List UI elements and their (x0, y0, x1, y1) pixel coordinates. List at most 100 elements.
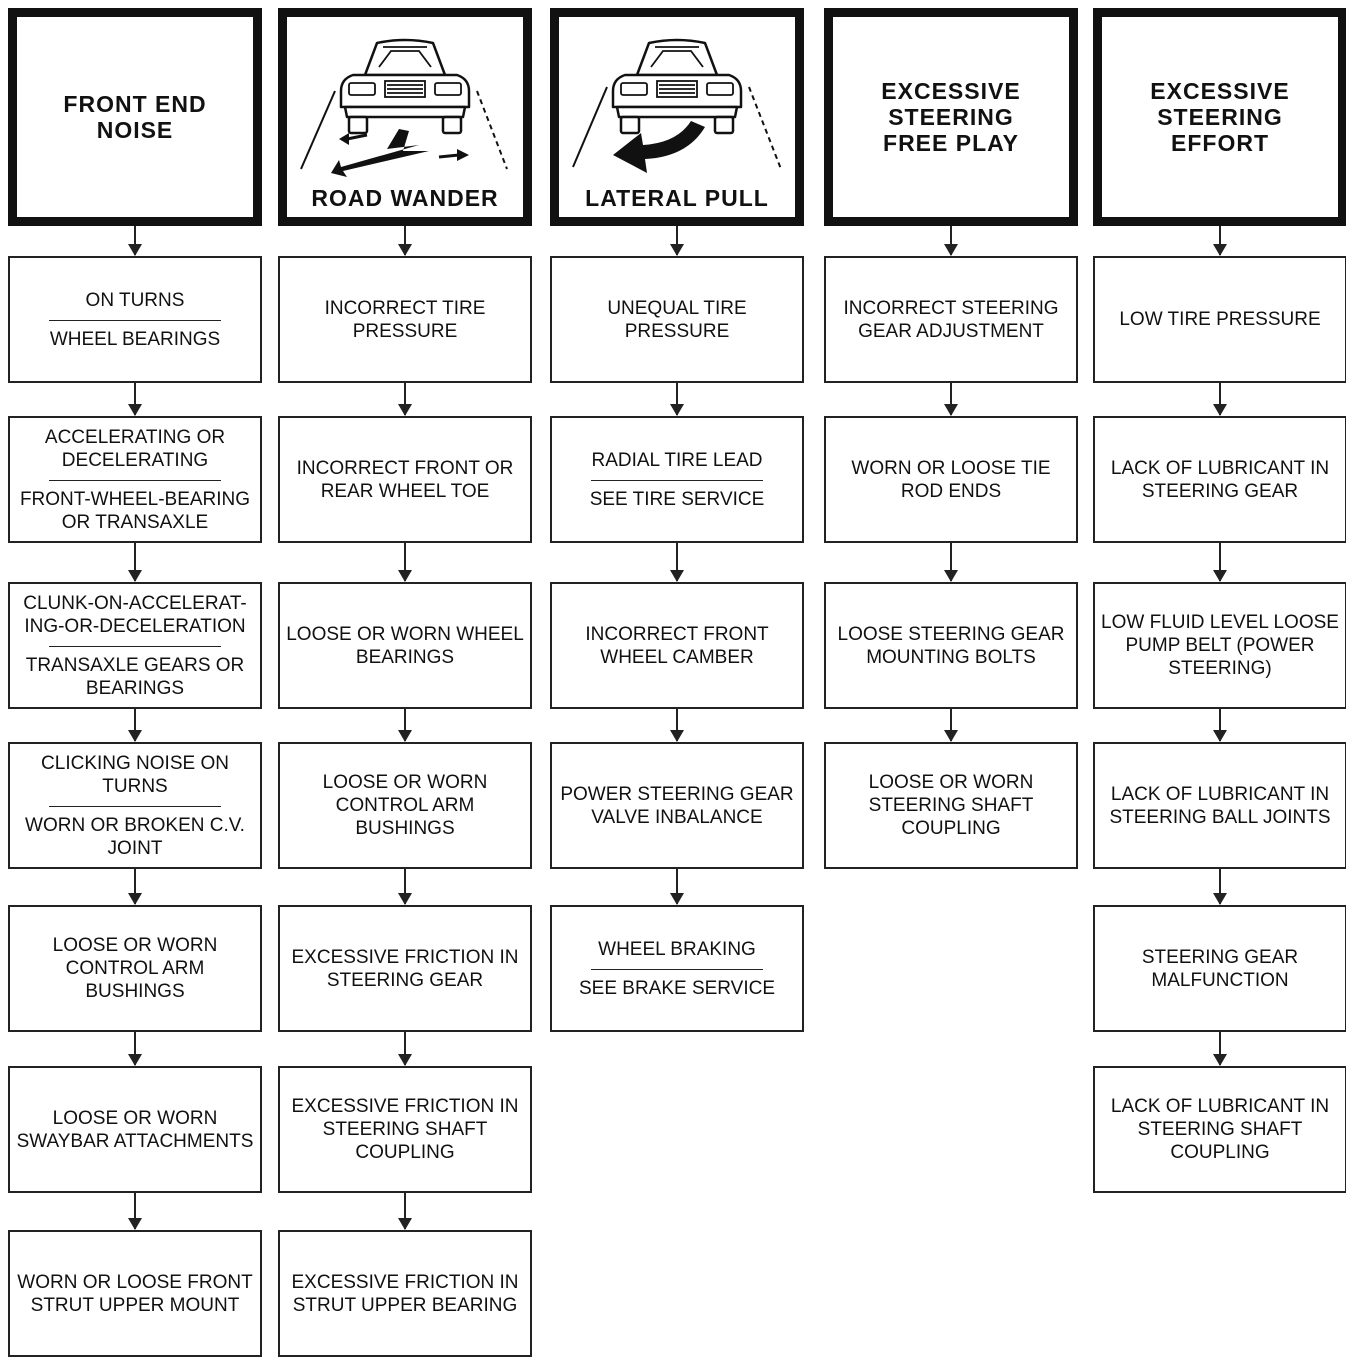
car-wander-icon (300, 38, 508, 177)
column-3: LATERAL PULL UNEQUAL TIRE PRESSURE RADIAL … (550, 0, 804, 1355)
flow-arrow (128, 1193, 142, 1230)
cause-box: INCORRECT FRONT OR REAR WHEEL TOE (278, 416, 532, 543)
flow-arrow (128, 709, 142, 742)
cause-box: LOOSE STEERING GEAR MOUNTING BOLTS (824, 582, 1078, 709)
cause-text: EXCESSIVE FRICTION IN STRUT UPPER BEARIN… (291, 1271, 519, 1316)
cause-box: LACK OF LUBRICANT IN STEERING SHAFT COUP… (1093, 1066, 1346, 1193)
flow-arrow (1213, 1032, 1227, 1066)
cause-box: INCORRECT STEERING GEAR ADJUSTMENT (824, 256, 1078, 383)
flow-arrow (128, 543, 142, 582)
cause-text: EXCESSIVE FRICTION IN STEERING GEAR (291, 946, 519, 991)
divider (48, 805, 222, 807)
symptom-header: ROAD WANDER (278, 8, 532, 226)
cause-text: LOOSE STEERING GEAR MOUNTING BOLTS (837, 623, 1065, 668)
symptom-title: LATERAL PULL (585, 185, 769, 211)
cause-text: WHEEL BEARINGS (49, 328, 221, 350)
cause-text: UNEQUAL TIRE PRESSURE (607, 297, 747, 342)
cause-text: WORN OR LOOSE TIE ROD ENDS (851, 457, 1051, 502)
flow-arrow (670, 226, 684, 256)
condition-text: WHEEL BRAKING (598, 938, 756, 960)
cause-box: LOOSE OR WORN CONTROL ARM BUSHINGS (8, 905, 262, 1032)
cause-text: LOOSE OR WORN SWAYBAR ATTACHMENTS (16, 1107, 254, 1152)
symptom-header: LATERAL PULL (550, 8, 804, 226)
cause-text: SEE BRAKE SERVICE (578, 977, 776, 999)
condition-text: CLUNK-ON-ACCELERAT-ING-OR-DECELERATION (23, 592, 247, 637)
cause-text: INCORRECT FRONT OR REAR WHEEL TOE (296, 457, 514, 502)
cause-box: LOOSE OR WORN STEERING SHAFT COUPLING (824, 742, 1078, 869)
flow-arrow (398, 709, 412, 742)
cause-box: LOOSE OR WORN CONTROL ARM BUSHINGS (278, 742, 532, 869)
flow-arrow (128, 869, 142, 905)
cause-text: STEERING GEAR MALFUNCTION (1141, 946, 1299, 991)
cause-text: EXCESSIVE FRICTION IN STEERING SHAFT COU… (291, 1096, 519, 1163)
flow-arrow (1213, 543, 1227, 582)
cause-text: LACK OF LUBRICANT IN STEERING BALL JOINT… (1109, 783, 1331, 828)
cause-text: TRANSAXLE GEARS OR BEARINGS (25, 654, 245, 699)
cause-text: WORN OR LOOSE FRONT STRUT UPPER MOUNT (17, 1271, 253, 1316)
cause-text: LOOSE OR WORN STEERING SHAFT COUPLING (868, 772, 1034, 839)
cause-box: STEERING GEAR MALFUNCTION (1093, 905, 1346, 1032)
flow-arrow (1213, 226, 1227, 256)
cause-box: INCORRECT TIRE PRESSURE (278, 256, 532, 383)
cause-box: INCORRECT FRONT WHEEL CAMBER (550, 582, 804, 709)
cause-box: WORN OR LOOSE FRONT STRUT UPPER MOUNT (8, 1230, 262, 1357)
cause-text: LOOSE OR WORN CONTROL ARM BUSHINGS (52, 935, 218, 1002)
cause-box: LACK OF LUBRICANT IN STEERING GEAR (1093, 416, 1346, 543)
flow-arrow (1213, 869, 1227, 905)
flow-arrow (670, 543, 684, 582)
cause-text: LOW FLUID LEVEL LOOSE PUMP BELT (POWER S… (1101, 612, 1339, 679)
cause-text: FRONT-WHEEL-BEARING OR TRANSAXLE (19, 488, 251, 533)
cause-text: INCORRECT FRONT WHEEL CAMBER (585, 623, 769, 668)
cause-text: LACK OF LUBRICANT IN STEERING GEAR (1110, 457, 1330, 502)
flow-arrow (398, 1032, 412, 1066)
flow-arrow (944, 543, 958, 582)
divider (48, 479, 222, 481)
cause-text: LOOSE OR WORN CONTROL ARM BUSHINGS (322, 772, 488, 839)
cause-text: INCORRECT TIRE PRESSURE (324, 297, 486, 342)
flow-arrow (944, 226, 958, 256)
cause-text: POWER STEERING GEAR VALVE INBALANCE (560, 783, 794, 828)
cause-box: EXCESSIVE FRICTION IN STEERING SHAFT COU… (278, 1066, 532, 1193)
flow-arrow (398, 869, 412, 905)
condition-text: CLICKING NOISE ON TURNS (41, 752, 229, 797)
flow-arrow (670, 383, 684, 416)
cause-text: INCORRECT STEERING GEAR ADJUSTMENT (843, 297, 1059, 342)
cause-box: LOOSE OR WORN SWAYBAR ATTACHMENTS (8, 1066, 262, 1193)
condition-text: RADIAL TIRE LEAD (591, 449, 763, 471)
flow-arrow (670, 869, 684, 905)
cause-box: WHEEL BRAKING SEE BRAKE SERVICE (550, 905, 804, 1032)
cause-box: EXCESSIVE FRICTION IN STEERING GEAR (278, 905, 532, 1032)
cause-text: LOW TIRE PRESSURE (1119, 309, 1321, 330)
cause-text: LACK OF LUBRICANT IN STEERING SHAFT COUP… (1110, 1096, 1330, 1163)
cause-text: SEE TIRE SERVICE (589, 488, 765, 510)
flow-arrow (128, 383, 142, 416)
cause-box: ACCELERATING OR DECELERATING FRONT-WHEEL-… (8, 416, 262, 543)
cause-box: RADIAL TIRE LEAD SEE TIRE SERVICE (550, 416, 804, 543)
cause-box: LOW FLUID LEVEL LOOSE PUMP BELT (POWER S… (1093, 582, 1346, 709)
cause-box: WORN OR LOOSE TIE ROD ENDS (824, 416, 1078, 543)
car-pull-icon (572, 38, 782, 173)
flow-arrow (128, 226, 142, 256)
symptom-title: ROAD WANDER (311, 185, 499, 211)
divider (590, 479, 764, 481)
cause-box: LOW TIRE PRESSURE (1093, 256, 1346, 383)
cause-box: LOOSE OR WORN WHEEL BEARINGS (278, 582, 532, 709)
cause-box: UNEQUAL TIRE PRESSURE (550, 256, 804, 383)
flow-arrow (670, 709, 684, 742)
flow-arrow (398, 543, 412, 582)
flow-arrow (398, 226, 412, 256)
condition-text: ACCELERATING OR DECELERATING (44, 426, 226, 471)
flow-arrow (1213, 709, 1227, 742)
cause-box: LACK OF LUBRICANT IN STEERING BALL JOINT… (1093, 742, 1346, 869)
flow-arrow (944, 709, 958, 742)
